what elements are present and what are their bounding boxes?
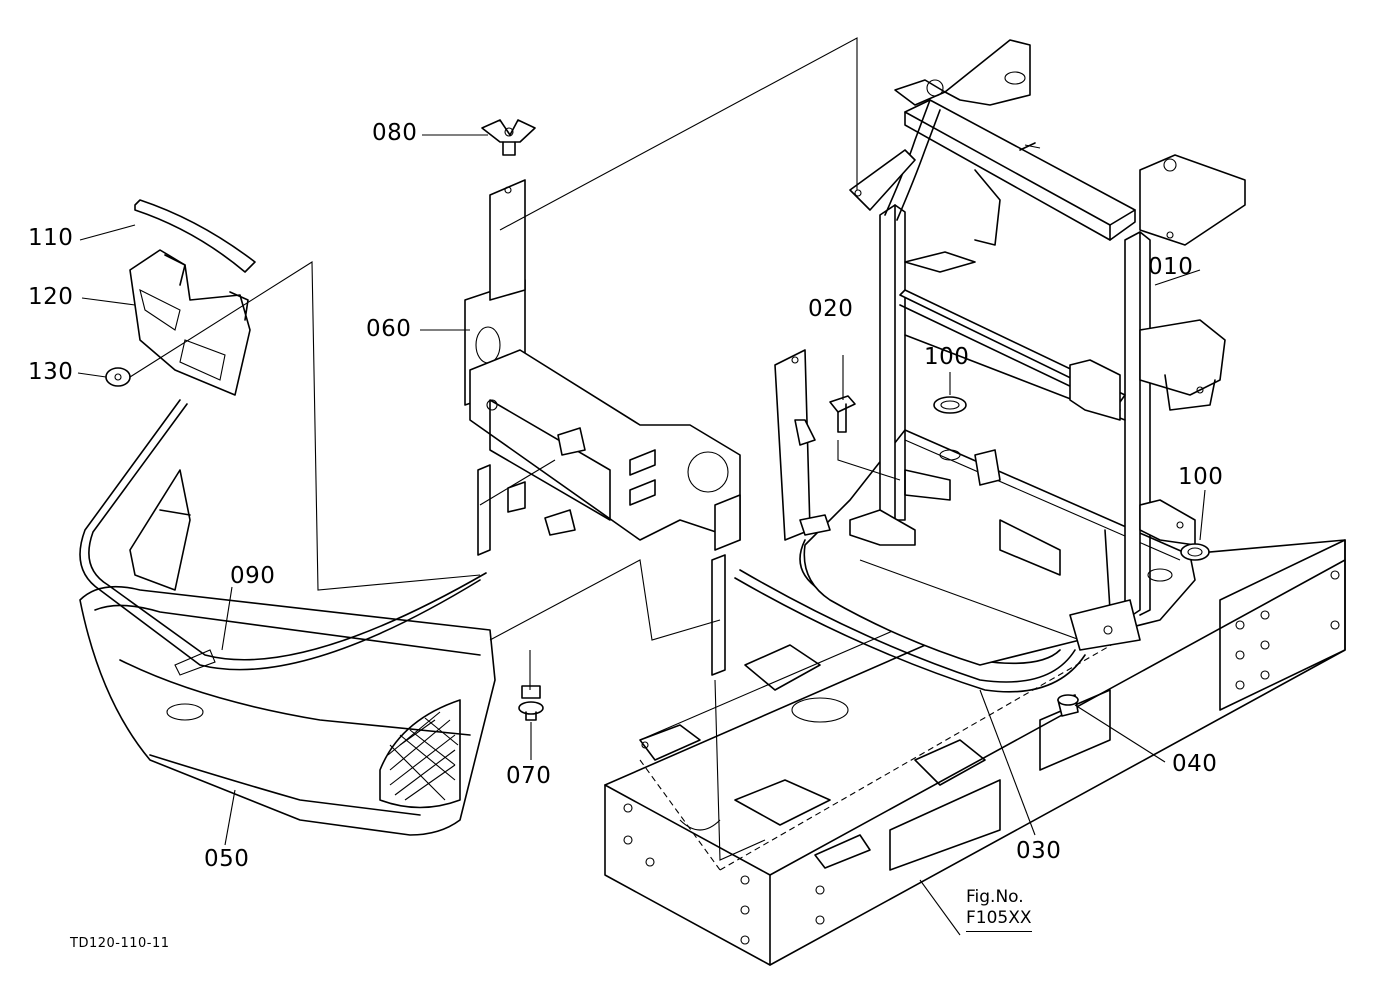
wingnut-080 — [481, 119, 536, 156]
bolt-070 — [518, 685, 544, 721]
main-frame-rail — [604, 519, 1346, 966]
label-130: 130 — [28, 359, 74, 385]
label-100-upper: 100 — [924, 344, 970, 370]
bracket-060 — [464, 179, 831, 676]
grommet-100-upper — [933, 396, 967, 461]
trim-110 — [134, 199, 256, 273]
cover-grille — [379, 699, 461, 809]
trim-090 — [79, 399, 487, 671]
label-010: 010 — [1148, 254, 1194, 280]
label-090: 090 — [230, 563, 276, 589]
leader-lines — [77, 37, 1206, 936]
front-cover-050 — [79, 469, 496, 836]
grommet-100-lower — [1147, 543, 1210, 582]
drawing-code: TD120-110-11 — [70, 936, 170, 951]
figure-number-value: F105XX — [966, 908, 1032, 932]
bolt-020 — [829, 395, 856, 433]
label-060: 060 — [366, 316, 412, 342]
label-100-lower: 100 — [1178, 464, 1224, 490]
label-020: 020 — [808, 296, 854, 322]
label-120: 120 — [28, 284, 74, 310]
label-030: 030 — [1016, 838, 1062, 864]
nut-040 — [1057, 694, 1079, 717]
figure-number-block: Fig.No. F105XX — [966, 887, 1032, 932]
label-070: 070 — [506, 763, 552, 789]
seat-frame-010 — [849, 39, 1246, 651]
panel-120 — [129, 249, 251, 396]
screw-130 — [105, 367, 131, 387]
label-050: 050 — [204, 846, 250, 872]
label-110: 110 — [28, 225, 74, 251]
figure-number-caption: Fig.No. — [966, 887, 1024, 907]
label-080: 080 — [372, 120, 418, 146]
label-040: 040 — [1172, 751, 1218, 777]
